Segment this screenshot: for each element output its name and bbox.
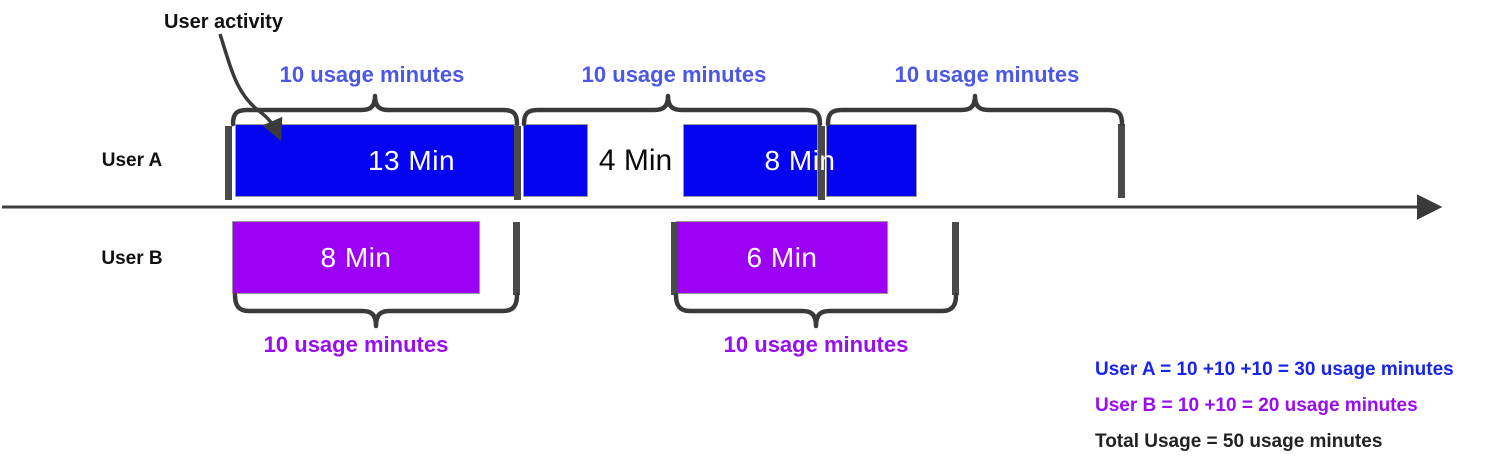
user-a-session2-bar-part1 [683, 124, 818, 197]
summary-total: Total Usage = 50 usage minutes [1095, 431, 1383, 452]
brace-user-a-block-2 [521, 93, 823, 127]
brace-user-a-block-3 [825, 93, 1125, 127]
tick-user-b-session2-start [671, 222, 678, 295]
tick-user-a-30min [1118, 124, 1125, 198]
tick-user-a-10min [514, 126, 521, 200]
summary-user-b: User B = 10 +10 = 20 usage minutes [1095, 395, 1418, 416]
brace-user-b-block-1 [232, 292, 520, 329]
user-a-session1-duration: 13 Min [367, 144, 456, 176]
tick-user-b-20min [952, 222, 959, 295]
user-b-usage-block-2-label: 10 usage minutes [723, 332, 909, 357]
user-b-session2-duration: 6 Min [746, 241, 818, 273]
user-a-gap-duration: 4 Min [598, 143, 673, 177]
user-a-session1-bar-part2 [523, 124, 588, 197]
summary-user-a: User A = 10 +10 +10 = 30 usage minutes [1095, 359, 1454, 380]
user-b-session1-bar [232, 221, 480, 294]
user-activity-label: User activity [164, 11, 283, 33]
tick-user-a-20min [818, 126, 825, 200]
user-a-usage-block-2-label: 10 usage minutes [581, 62, 767, 87]
user-a-usage-block-1-label: 10 usage minutes [279, 62, 465, 87]
user-b-session1-duration: 8 Min [320, 241, 392, 273]
tick-user-b-10min [513, 222, 520, 295]
user-b-row-label: User B [101, 248, 163, 269]
user-b-session2-bar [676, 221, 888, 294]
user-b-usage-block-1-label: 10 usage minutes [263, 332, 449, 357]
user-a-usage-block-3-label: 10 usage minutes [894, 62, 1080, 87]
brace-user-b-block-2 [673, 292, 959, 329]
user-a-session2-duration: 8 Min [764, 144, 836, 176]
brace-user-a-block-1 [230, 93, 520, 127]
tick-user-a-start [225, 126, 232, 200]
user-a-row-label: User A [101, 150, 163, 171]
